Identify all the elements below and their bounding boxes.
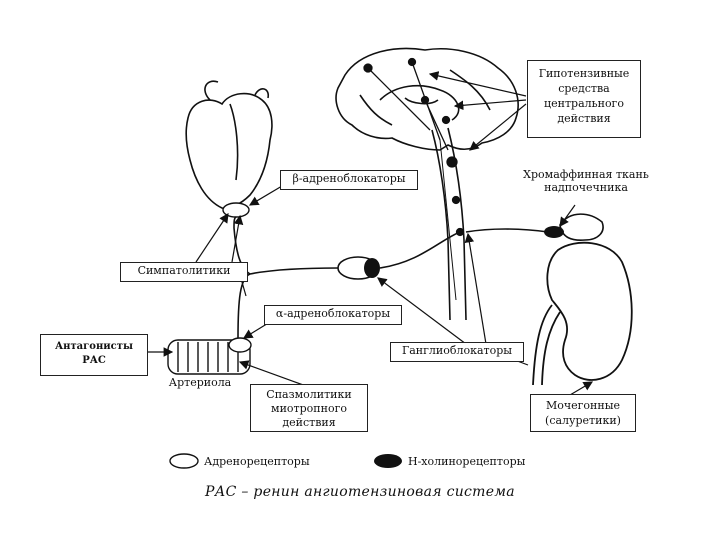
sympatholytics-box: Симпатолитики	[120, 262, 248, 282]
ganglion-blockers-label: Ганглиоблокаторы	[401, 344, 513, 357]
central-agents-label: Гипотензивные средства центрального дейс…	[538, 67, 630, 125]
neuron-paths	[363, 57, 465, 237]
sympathetic-ganglion	[337, 256, 380, 280]
legend-adrenoreceptors-label: Адренорецепторы	[204, 455, 310, 468]
adrenal-cholinoreceptor	[544, 226, 564, 238]
heart-illustration	[185, 80, 273, 210]
brain-illustration	[335, 47, 519, 151]
ganglion-blockers-box: Ганглиоблокаторы	[390, 342, 524, 362]
arteriole-label: Артериола	[168, 376, 232, 389]
diuretics-label: Мочегонные (салуретики)	[545, 399, 621, 427]
adrenal-illustration	[559, 213, 604, 241]
myotropic-label: Спазмолитики миотропного действия	[266, 388, 352, 429]
alpha-blockers-box: α-адреноблокаторы	[264, 305, 402, 325]
ras-antagonists-box: Антагонисты РАС	[40, 334, 148, 376]
central-agents-box: Гипотензивные средства центрального дейс…	[527, 60, 641, 138]
beta-blockers-label: β-адреноблокаторы	[292, 172, 406, 185]
legend-cholinoreceptor-symbol	[374, 454, 402, 468]
arteriole-adrenoreceptor	[228, 337, 252, 353]
kidney-illustration	[532, 241, 633, 386]
figure-caption: РАС – ренин ангиотензиновая система	[205, 484, 515, 500]
beta-blockers-box: β-адреноблокаторы	[280, 170, 418, 190]
legend-cholinoreceptors-label: Н-холинорецепторы	[408, 455, 526, 468]
diuretics-box: Мочегонные (салуретики)	[530, 394, 636, 432]
myotropic-box: Спазмолитики миотропного действия	[250, 384, 368, 432]
legend-adrenoreceptor-symbol	[169, 453, 199, 469]
ras-antagonists-label: Антагонисты РАС	[55, 341, 133, 366]
spinal-cord	[431, 127, 467, 321]
sympatholytics-label: Симпатолитики	[137, 264, 231, 277]
chromaffin-label: Хромаффинная ткань надпочечника	[523, 168, 649, 194]
alpha-blockers-label: α-адреноблокаторы	[275, 307, 391, 320]
arteriole-illustration	[167, 339, 251, 375]
